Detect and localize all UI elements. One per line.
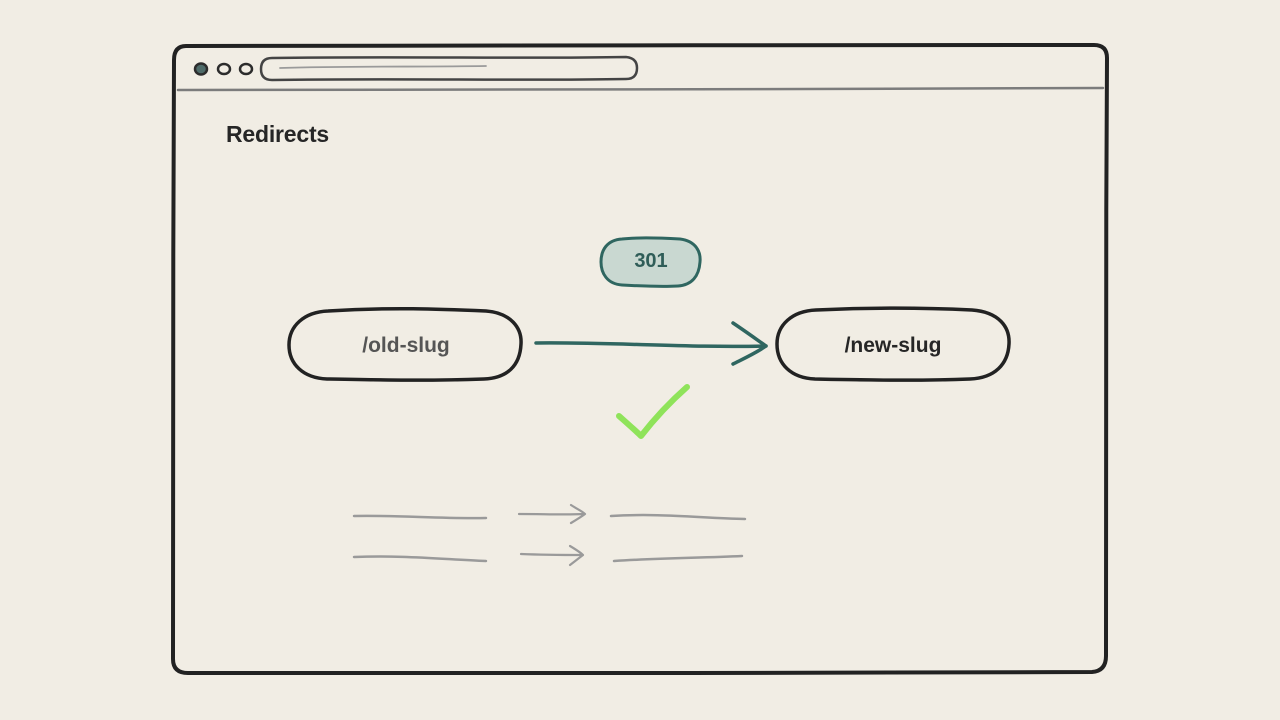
placeholder-row-2-target xyxy=(612,554,744,563)
new-slug-label: /new-slug xyxy=(844,334,942,357)
checkmark-icon xyxy=(616,384,690,439)
placeholder-row-1-source xyxy=(352,514,488,520)
window-dot-icon[interactable] xyxy=(193,62,209,76)
arrow-right-icon xyxy=(517,503,587,525)
window-dot-icon[interactable] xyxy=(238,62,254,76)
window-dot-icon[interactable] xyxy=(216,62,232,76)
arrow-right-icon xyxy=(519,544,585,567)
placeholder-row-2-source xyxy=(352,555,488,563)
address-bar-line xyxy=(279,65,487,69)
page-title: Redirects xyxy=(226,121,330,147)
placeholder-row-1-target xyxy=(609,513,747,521)
old-slug-label: /old-slug xyxy=(362,334,450,357)
address-bar[interactable] xyxy=(259,55,639,82)
old-slug-pill xyxy=(287,306,523,382)
arrow-right-icon xyxy=(534,341,768,349)
status-code-badge xyxy=(599,236,702,288)
arrow-right-icon-head xyxy=(731,321,768,366)
browser-header-divider xyxy=(176,86,1105,92)
status-code-label: 301 xyxy=(634,250,668,272)
browser-window-frame xyxy=(171,42,1109,676)
new-slug-pill xyxy=(775,306,1011,382)
